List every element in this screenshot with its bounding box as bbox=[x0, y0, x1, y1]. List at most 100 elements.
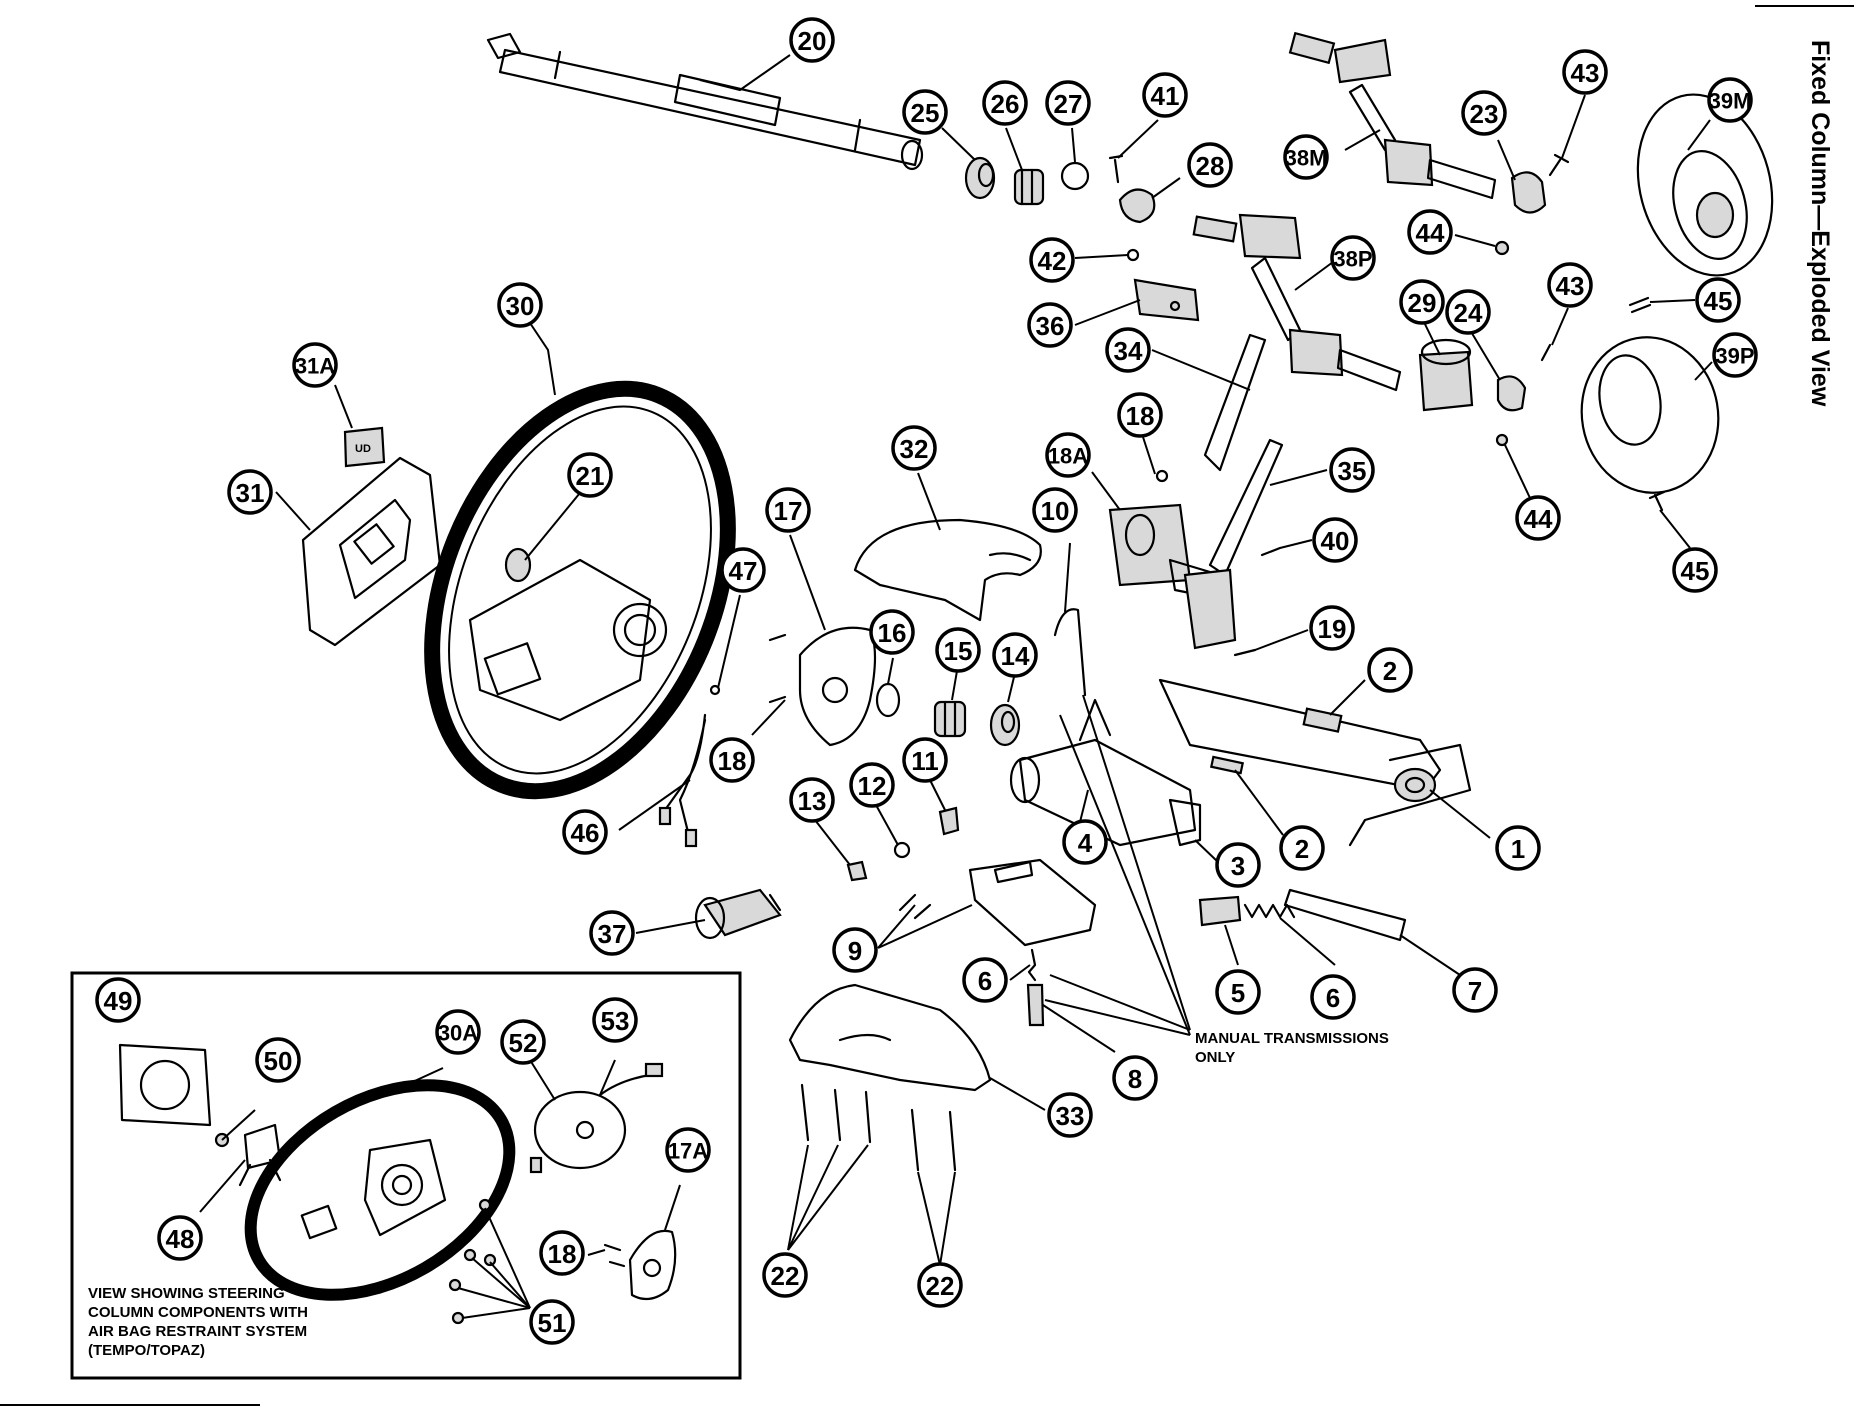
callout-37: 37 bbox=[589, 910, 635, 956]
shift-rod bbox=[1053, 608, 1087, 697]
callout-label: 18 bbox=[548, 1239, 577, 1269]
callout-label: 6 bbox=[978, 966, 992, 996]
callout-circle bbox=[1712, 332, 1758, 378]
callout-31: 31 bbox=[227, 469, 273, 515]
callout-label: 51 bbox=[538, 1308, 567, 1338]
callout-24: 24 bbox=[1445, 289, 1491, 335]
callout-label: 41 bbox=[1151, 81, 1180, 111]
lower-bearing-housing bbox=[968, 858, 1097, 947]
callout-14: 14 bbox=[992, 632, 1038, 678]
callout-16: 16 bbox=[869, 609, 915, 655]
callout-label: 31A bbox=[295, 354, 335, 379]
callout-label: 7 bbox=[1468, 976, 1482, 1006]
callout-label: 16 bbox=[878, 618, 907, 648]
callout-53: 53 bbox=[592, 997, 638, 1043]
clockspring bbox=[529, 1062, 664, 1174]
callout-17: 17 bbox=[765, 487, 811, 533]
callout-circle bbox=[709, 737, 755, 783]
callout-circle bbox=[1279, 825, 1325, 871]
manual-transmission-note-line1: MANUAL TRANSMISSIONS bbox=[1195, 1030, 1389, 1047]
callout-circle bbox=[95, 977, 141, 1023]
callout-circle bbox=[255, 1037, 301, 1083]
callout-38M: 38M bbox=[1283, 134, 1329, 180]
callout-label: 20 bbox=[798, 26, 827, 56]
inset-caption-line1: VIEW SHOWING STEERING bbox=[88, 1285, 285, 1302]
callout-9: 9 bbox=[832, 927, 878, 973]
lock-actuator bbox=[1118, 188, 1156, 224]
callout-circle bbox=[1562, 49, 1608, 95]
callout-circle bbox=[1407, 209, 1453, 255]
callout-18: 18 bbox=[1117, 392, 1163, 438]
callout-label: 34 bbox=[1114, 336, 1143, 366]
callout-25: 25 bbox=[902, 89, 948, 135]
callout-circle bbox=[1215, 969, 1261, 1015]
callout-label: 13 bbox=[798, 786, 827, 816]
steering-wheel bbox=[424, 380, 736, 800]
callout-circle bbox=[1309, 605, 1355, 651]
callout-circle bbox=[500, 1019, 546, 1065]
callout-label: 11 bbox=[911, 746, 939, 776]
callout-22b: 22 bbox=[917, 1262, 963, 1308]
callout-label: 1 bbox=[1511, 834, 1525, 864]
callout-circle bbox=[1112, 1055, 1158, 1101]
callout-label: 10 bbox=[1041, 496, 1070, 526]
callout-45b: 45 bbox=[1672, 547, 1718, 593]
callout-8: 8 bbox=[1112, 1055, 1158, 1101]
shaft-clamp bbox=[1496, 375, 1527, 412]
callout-43: 43 bbox=[1562, 49, 1608, 95]
callout-label: 50 bbox=[264, 1046, 293, 1076]
callout-2b: 2 bbox=[1279, 825, 1325, 871]
column-support-bracket bbox=[1158, 678, 1472, 847]
callout-3: 3 bbox=[1215, 842, 1261, 888]
bushing bbox=[1418, 338, 1474, 412]
callout-circle bbox=[1695, 277, 1741, 323]
steering-shaft bbox=[486, 32, 924, 171]
callout-label: 26 bbox=[991, 89, 1020, 119]
callout-43b: 43 bbox=[1547, 262, 1593, 308]
callout-circle bbox=[1142, 72, 1188, 118]
callout-label: 17 bbox=[774, 496, 803, 526]
callout-39P: 39P bbox=[1712, 332, 1758, 378]
callout-circle bbox=[789, 777, 835, 823]
callout-30: 30 bbox=[497, 282, 543, 328]
callout-circle bbox=[917, 1262, 963, 1308]
callout-label: 2 bbox=[1383, 656, 1397, 686]
clamp-bracket bbox=[1510, 171, 1547, 214]
callout-33: 33 bbox=[1047, 1092, 1093, 1138]
manual-transmission-note-line2: ONLY bbox=[1195, 1049, 1235, 1066]
screw bbox=[1233, 648, 1257, 657]
callout-label: 45 bbox=[1681, 556, 1710, 586]
callout-circle bbox=[567, 452, 613, 498]
callout-label: 9 bbox=[848, 936, 862, 966]
callout-circle bbox=[1283, 134, 1329, 180]
callout-6b: 6 bbox=[1310, 974, 1356, 1020]
upper-shroud bbox=[853, 518, 1042, 622]
gear bbox=[933, 700, 967, 738]
callout-label: 38M bbox=[1285, 146, 1328, 171]
callout-label: 53 bbox=[601, 1006, 630, 1036]
callout-label: 39P bbox=[1715, 344, 1754, 369]
spring bbox=[1027, 948, 1037, 982]
callout-label: 43 bbox=[1556, 271, 1585, 301]
callout-label: 52 bbox=[509, 1028, 538, 1058]
callout-label: 24 bbox=[1454, 298, 1483, 328]
horn-pad bbox=[301, 456, 442, 647]
callout-22: 22 bbox=[762, 1252, 808, 1298]
switch-plate bbox=[798, 626, 877, 747]
callout-18c: 18 bbox=[539, 1230, 585, 1276]
callout-circle bbox=[665, 1127, 711, 1173]
callout-circle bbox=[435, 1009, 481, 1055]
callout-label: 36 bbox=[1036, 311, 1065, 341]
callout-52: 52 bbox=[500, 1019, 546, 1065]
callout-7: 7 bbox=[1452, 967, 1498, 1013]
callout-label: 30A bbox=[438, 1021, 478, 1046]
callout-circle bbox=[982, 80, 1028, 126]
callout-label: 45 bbox=[1704, 286, 1733, 316]
callout-circle bbox=[1215, 842, 1261, 888]
callout-circle bbox=[227, 469, 273, 515]
callout-46: 46 bbox=[562, 809, 608, 855]
callout-label: 44 bbox=[1416, 218, 1445, 248]
callout-circle bbox=[1367, 647, 1413, 693]
pin bbox=[1026, 983, 1045, 1027]
